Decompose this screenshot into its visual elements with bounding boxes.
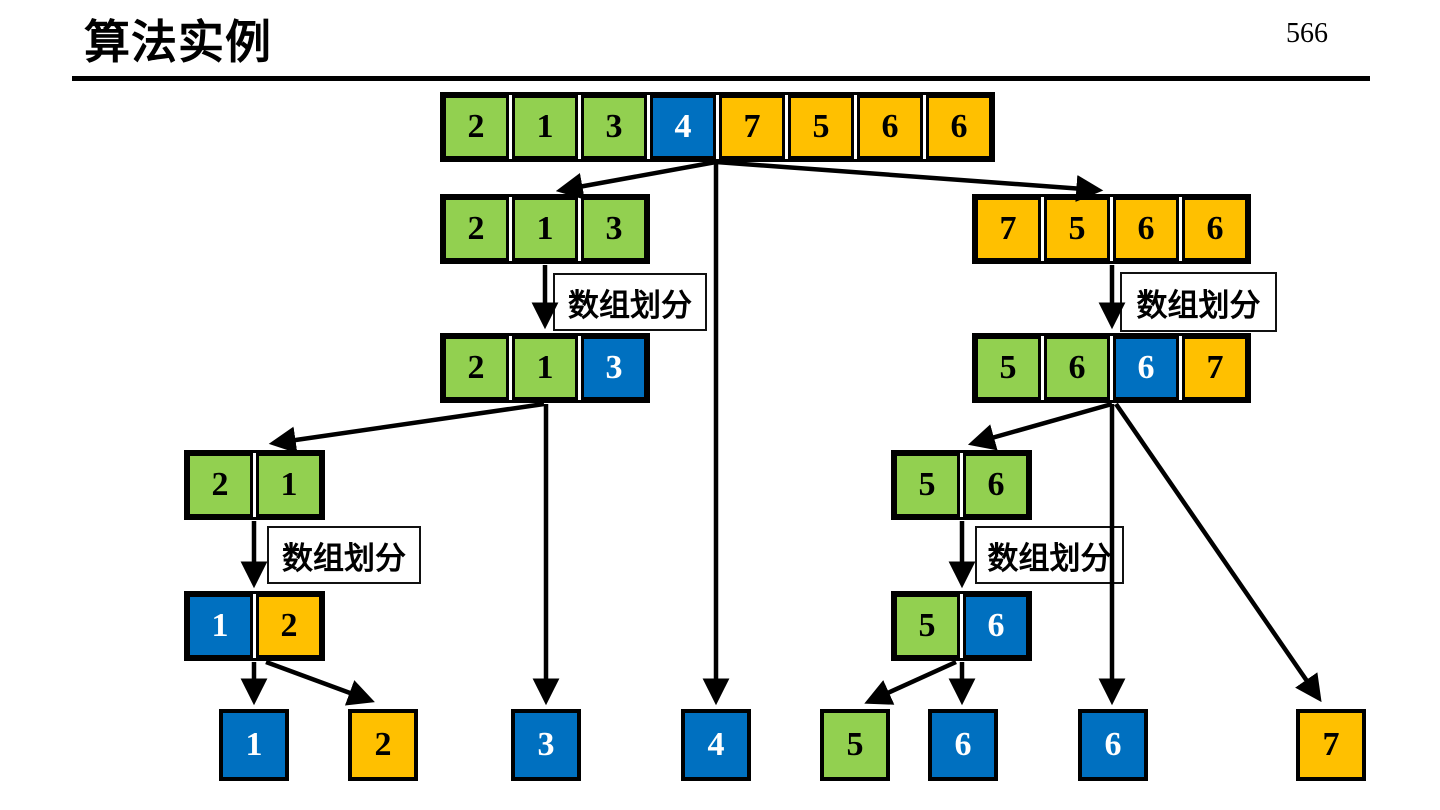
array-left-subarray: 2 1 3 (440, 194, 650, 264)
array-cell-pivot: 6 (963, 594, 1029, 658)
slide-title: 算法实例 (84, 16, 272, 68)
array-right-partitioned: 5 6 6 7 (972, 333, 1251, 403)
arrow (268, 401, 545, 454)
array-cell: 1 (512, 95, 578, 159)
array-cell: 5 (894, 594, 960, 658)
array-cell: 5 (1044, 197, 1110, 261)
leaf-box: 5 (820, 709, 890, 781)
array-cell: 1 (256, 453, 322, 517)
partition-label-text: 数组划分 (568, 287, 692, 323)
arrow (1114, 402, 1322, 703)
partition-label: 数组划分 (1120, 272, 1277, 332)
array-cell-pivot: 1 (187, 594, 253, 658)
array-root: 2 1 3 4 7 5 6 6 (440, 92, 995, 162)
array-cell: 6 (1182, 197, 1248, 261)
partition-label-text: 数组划分 (987, 540, 1112, 576)
leaf-box: 4 (681, 709, 751, 781)
array-cell-pivot: 6 (1113, 336, 1179, 400)
array-cell: 5 (894, 453, 960, 517)
array-cell: 6 (857, 95, 923, 159)
partition-label-text: 数组划分 (1136, 287, 1261, 323)
array-cell: 7 (975, 197, 1041, 261)
array-right-pair-partitioned: 5 6 (891, 591, 1032, 661)
leaf-box: 7 (1296, 709, 1366, 781)
array-right-subarray: 7 5 6 6 (972, 194, 1251, 264)
array-cell: 3 (581, 197, 647, 261)
array-cell-pivot: 4 (650, 95, 716, 159)
partition-label-text: 数组划分 (282, 540, 406, 576)
arrow (715, 159, 1104, 202)
array-cell: 5 (975, 336, 1041, 400)
partition-label: 数组划分 (975, 526, 1124, 584)
array-left-pair-partitioned: 1 2 (184, 591, 325, 661)
array-cell: 2 (443, 95, 509, 159)
array-cell: 1 (512, 197, 578, 261)
array-cell: 7 (719, 95, 785, 159)
arrow (967, 401, 1113, 451)
array-left-pair: 2 1 (184, 450, 325, 520)
array-cell: 5 (788, 95, 854, 159)
divider-rule (72, 76, 1370, 81)
array-left-partitioned: 2 1 3 (440, 333, 650, 403)
array-cell: 7 (1182, 336, 1248, 400)
leaf-box: 1 (219, 709, 289, 781)
array-cell: 6 (1113, 197, 1179, 261)
partition-label: 数组划分 (553, 273, 707, 331)
array-cell-pivot: 3 (581, 336, 647, 400)
array-cell: 1 (512, 336, 578, 400)
array-cell: 2 (443, 197, 509, 261)
leaf-box: 6 (1078, 709, 1148, 781)
array-cell: 6 (1044, 336, 1110, 400)
array-cell: 6 (926, 95, 992, 159)
array-cell: 2 (256, 594, 322, 658)
partition-label: 数组划分 (267, 526, 421, 584)
arrow (265, 659, 375, 706)
leaf-box: 6 (928, 709, 998, 781)
array-cell: 3 (581, 95, 647, 159)
arrow (555, 159, 717, 200)
array-right-pair: 5 6 (891, 450, 1032, 520)
arrow (864, 659, 957, 705)
page-number: 566 (1286, 18, 1328, 49)
array-cell: 2 (443, 336, 509, 400)
leaf-box: 2 (348, 709, 418, 781)
leaf-box: 3 (511, 709, 581, 781)
array-cell: 2 (187, 453, 253, 517)
array-cell: 6 (963, 453, 1029, 517)
